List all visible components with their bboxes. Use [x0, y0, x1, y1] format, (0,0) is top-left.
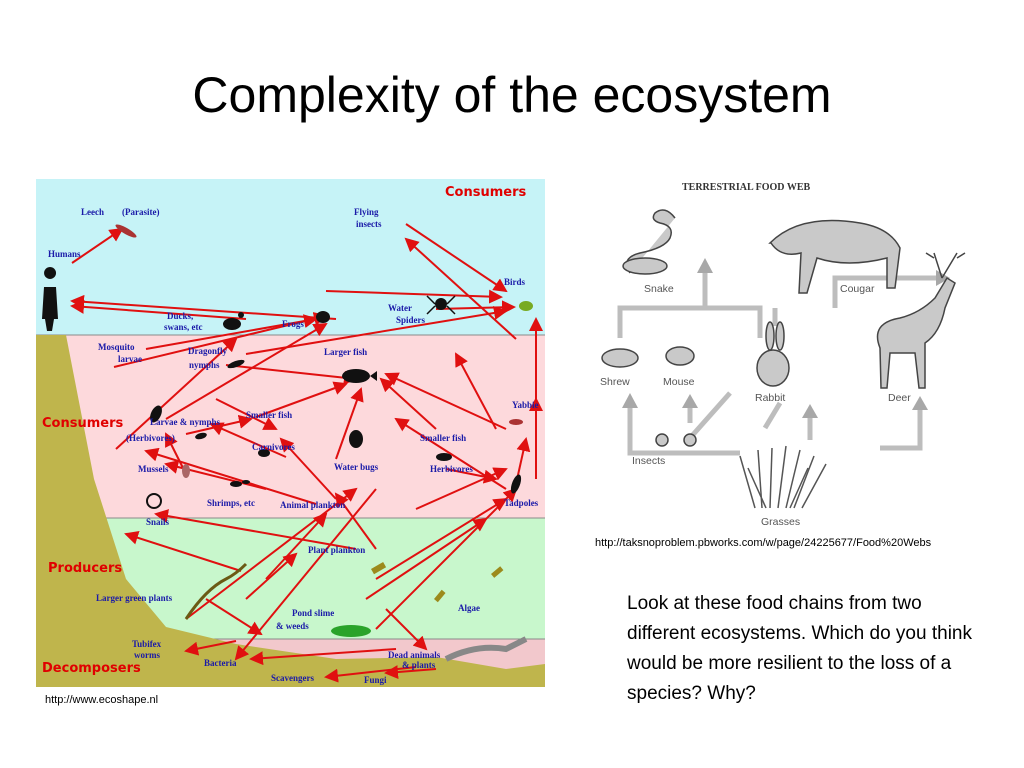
label-pond-slime: Pond slime	[292, 608, 334, 618]
label-nymphs: nymphs	[189, 360, 220, 370]
label-frogs: Frogs	[282, 319, 304, 329]
label-algae: Algae	[458, 603, 480, 613]
label-cougar: Cougar	[840, 283, 875, 295]
label-tubifex: Tubifex	[132, 639, 162, 649]
label-flying: Flying	[354, 207, 379, 217]
label-insects: insects	[356, 219, 382, 229]
plant-silhouettes	[184, 562, 528, 662]
label-ducks: Ducks,	[167, 311, 193, 321]
label-plant-plankton: Plant plankton	[308, 545, 365, 555]
label-plants: & plants	[402, 660, 436, 670]
sky-zone	[36, 179, 545, 335]
aquatic-web-source: http://www.ecoshape.nl	[45, 694, 159, 706]
shrew-shape	[601, 348, 639, 368]
label-yabbie: Yabbie	[512, 400, 539, 410]
label-scavengers: Scavengers	[271, 673, 314, 683]
seabed	[36, 335, 545, 687]
aquatic-food-web-diagram: Consumers Consumers Producers Decomposer…	[36, 179, 545, 687]
terrestrial-animals	[601, 209, 966, 447]
label-shrew: Shrew	[600, 376, 630, 388]
label-deer: Deer	[888, 392, 911, 404]
terrestrial-web-title: TERRESTRIAL FOOD WEB	[682, 182, 811, 193]
label-mouse: Mouse	[663, 376, 695, 388]
label-snake: Snake	[644, 283, 674, 295]
deer-shape	[876, 276, 956, 389]
cougar-shape	[768, 219, 901, 294]
label-fungi: Fungi	[364, 675, 387, 685]
label-humans: Humans	[48, 249, 81, 259]
organism-silhouettes	[42, 224, 533, 509]
zone-label-consumers-middle: Consumers	[42, 416, 123, 431]
label-mussels: Mussels	[138, 464, 169, 474]
zone-label-decomposers: Decomposers	[42, 661, 141, 676]
zone-label-consumers-top: Consumers	[445, 185, 526, 200]
terrestrial-arrows	[617, 268, 940, 456]
label-weeds: & weeds	[276, 621, 309, 631]
grasses-shape	[739, 445, 827, 509]
label-rabbit: Rabbit	[755, 392, 785, 404]
label-worms: worms	[134, 650, 160, 660]
terrestrial-web-source: http://taksnoproblem.pbworks.com/w/page/…	[595, 537, 932, 549]
label-larvae: larvae	[118, 354, 142, 364]
label-snails: Snails	[146, 517, 170, 527]
terrestrial-food-web-diagram: TERRESTRIAL FOOD WEB	[600, 182, 966, 528]
label-water-bugs: Water bugs	[334, 462, 379, 472]
label-bacteria: Bacteria	[204, 658, 237, 668]
label-carnivores: Carnivores	[252, 442, 295, 452]
label-smaller-fish-herbivores: Smaller fish	[420, 433, 466, 443]
feeding-arrows	[70, 223, 543, 683]
slide-title: Complexity of the ecosystem	[192, 67, 832, 123]
mouse-shape	[665, 346, 695, 366]
label-grasses: Grasses	[761, 516, 800, 528]
terrestrial-arrowheads	[622, 258, 950, 418]
label-animal-plankton: Animal plankton	[280, 500, 345, 510]
snake-shape	[625, 209, 676, 274]
label-birds: Birds	[504, 277, 526, 287]
label-larger-green-plants: Larger green plants	[96, 593, 173, 603]
label-insects: Insects	[632, 455, 665, 467]
zone-label-producers: Producers	[48, 561, 122, 576]
label-smaller-fish-carnivores: Smaller fish	[246, 410, 292, 420]
label-tadpoles: Tadpoles	[504, 498, 539, 508]
rabbit-shape	[756, 349, 790, 387]
label-herbivores-paren: (Herbivores)	[126, 433, 175, 443]
label-dragonfly: Dragonfly	[188, 346, 227, 356]
insect-shape-1	[655, 433, 669, 447]
label-water: Water	[388, 303, 412, 313]
discussion-question: Look at these food chains from two diffe…	[627, 593, 972, 704]
label-spiders: Spiders	[396, 315, 426, 325]
label-mosquito: Mosquito	[98, 342, 135, 352]
label-larger-fish: Larger fish	[324, 347, 367, 357]
label-leech: Leech	[81, 207, 104, 217]
label-dead-animals: Dead animals	[388, 650, 441, 660]
label-larvae-nymphs: Larvae & nymphs	[150, 417, 221, 427]
label-shrimps: Shrimps, etc	[207, 498, 255, 508]
label-herbivores: Herbivores	[430, 464, 473, 474]
label-swans: swans, etc	[164, 322, 203, 332]
label-parasite: (Parasite)	[122, 207, 159, 217]
insect-shape-2	[683, 433, 697, 447]
